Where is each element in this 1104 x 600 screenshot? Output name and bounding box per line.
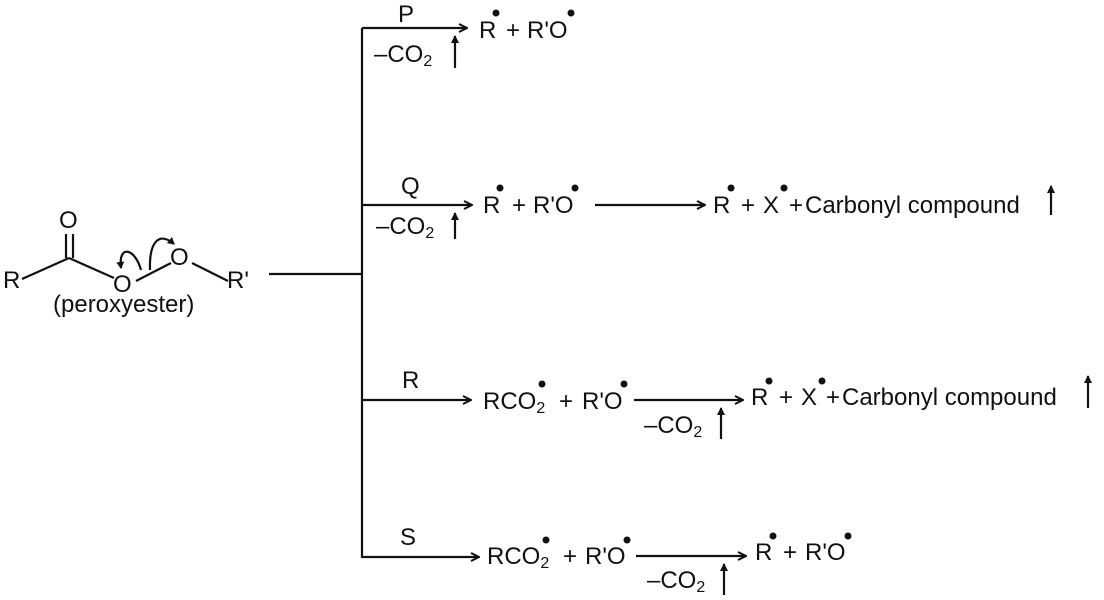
final-plus2-q: + [789,192,803,219]
co2-loss-s: –CO2 [647,567,705,596]
final-r-r: R [751,384,768,411]
label-r: R [402,367,419,394]
bond-carbon-oxygen [68,256,115,280]
final-x-r: X [801,384,817,411]
carbonyl-compound-q: Carbonyl compound [805,192,1020,219]
radical-dot [623,536,631,544]
ester-oxygen: O [113,271,132,298]
peroxide-bond [135,262,172,282]
branch-tree [269,28,364,558]
peroxide-oxygen: O [170,244,189,271]
radical-dot [818,377,826,385]
radical-dot [567,9,575,17]
co2-loss-q: –CO2 [376,213,434,242]
r-group-right: R' [227,267,249,294]
final-ro-s: R'O [805,539,846,566]
final-plus1-q: + [741,192,755,219]
final-r-s: R [755,539,772,566]
plus-q: + [512,192,526,219]
product-r-q: R [483,192,500,219]
intermediate-plus-r: + [559,388,573,415]
final-r-q: R [713,192,730,219]
pathway-r: R RCO2 + R'O –CO2 R + X + Carbonyl compo… [362,367,1092,441]
co2-loss-p: –CO2 [374,41,432,70]
pathway-q: Q –CO2 R + R'O R + X + Carbonyl compound [362,173,1055,242]
bond-r-carbon [21,256,70,281]
peroxyester-structure: O R O O R' (peroxyester) [3,207,249,318]
peroxyester-caption: (peroxyester) [53,291,194,318]
final-plus-s: + [783,539,797,566]
carbonyl-oxygen: O [59,207,78,234]
radical-dot [538,380,546,388]
plus-p: + [506,17,520,44]
carbonyl-compound-r: Carbonyl compound [842,384,1057,411]
curved-arrow-right [148,237,175,271]
radical-dot [571,184,579,192]
radical-dot [844,532,852,540]
label-p: P [398,1,414,28]
final-plus1-r: + [779,384,793,411]
radical-dot [542,536,550,544]
intermediate-rco2-s: RCO2 [487,543,549,572]
label-s: S [400,524,416,551]
radical-dot [620,380,628,388]
r-group-left: R [3,267,20,294]
curved-arrow-left [116,250,143,271]
radical-dot [496,184,504,192]
pathway-s: S RCO2 + R'O –CO2 R + R'O [362,524,852,596]
intermediate-ro-s: R'O [585,543,626,570]
final-plus2-r: + [826,384,840,411]
radical-dot [492,9,500,17]
radical-dot [727,184,735,192]
intermediate-plus-s: + [563,543,577,570]
radical-dot [765,377,773,385]
product-r-p: R [479,17,496,44]
label-q: Q [401,173,420,200]
radical-dot [769,532,777,540]
pathway-p: P –CO2 R + R'O [362,1,575,70]
intermediate-ro-r: R'O [582,388,623,415]
bond-oxygen-r [191,262,229,282]
intermediate-rco2-r: RCO2 [483,388,545,417]
final-x-q: X [763,192,779,219]
product-ro-p: R'O [527,17,568,44]
radical-dot [780,184,788,192]
co2-loss-r: –CO2 [644,412,702,441]
product-ro-q: R'O [533,192,574,219]
